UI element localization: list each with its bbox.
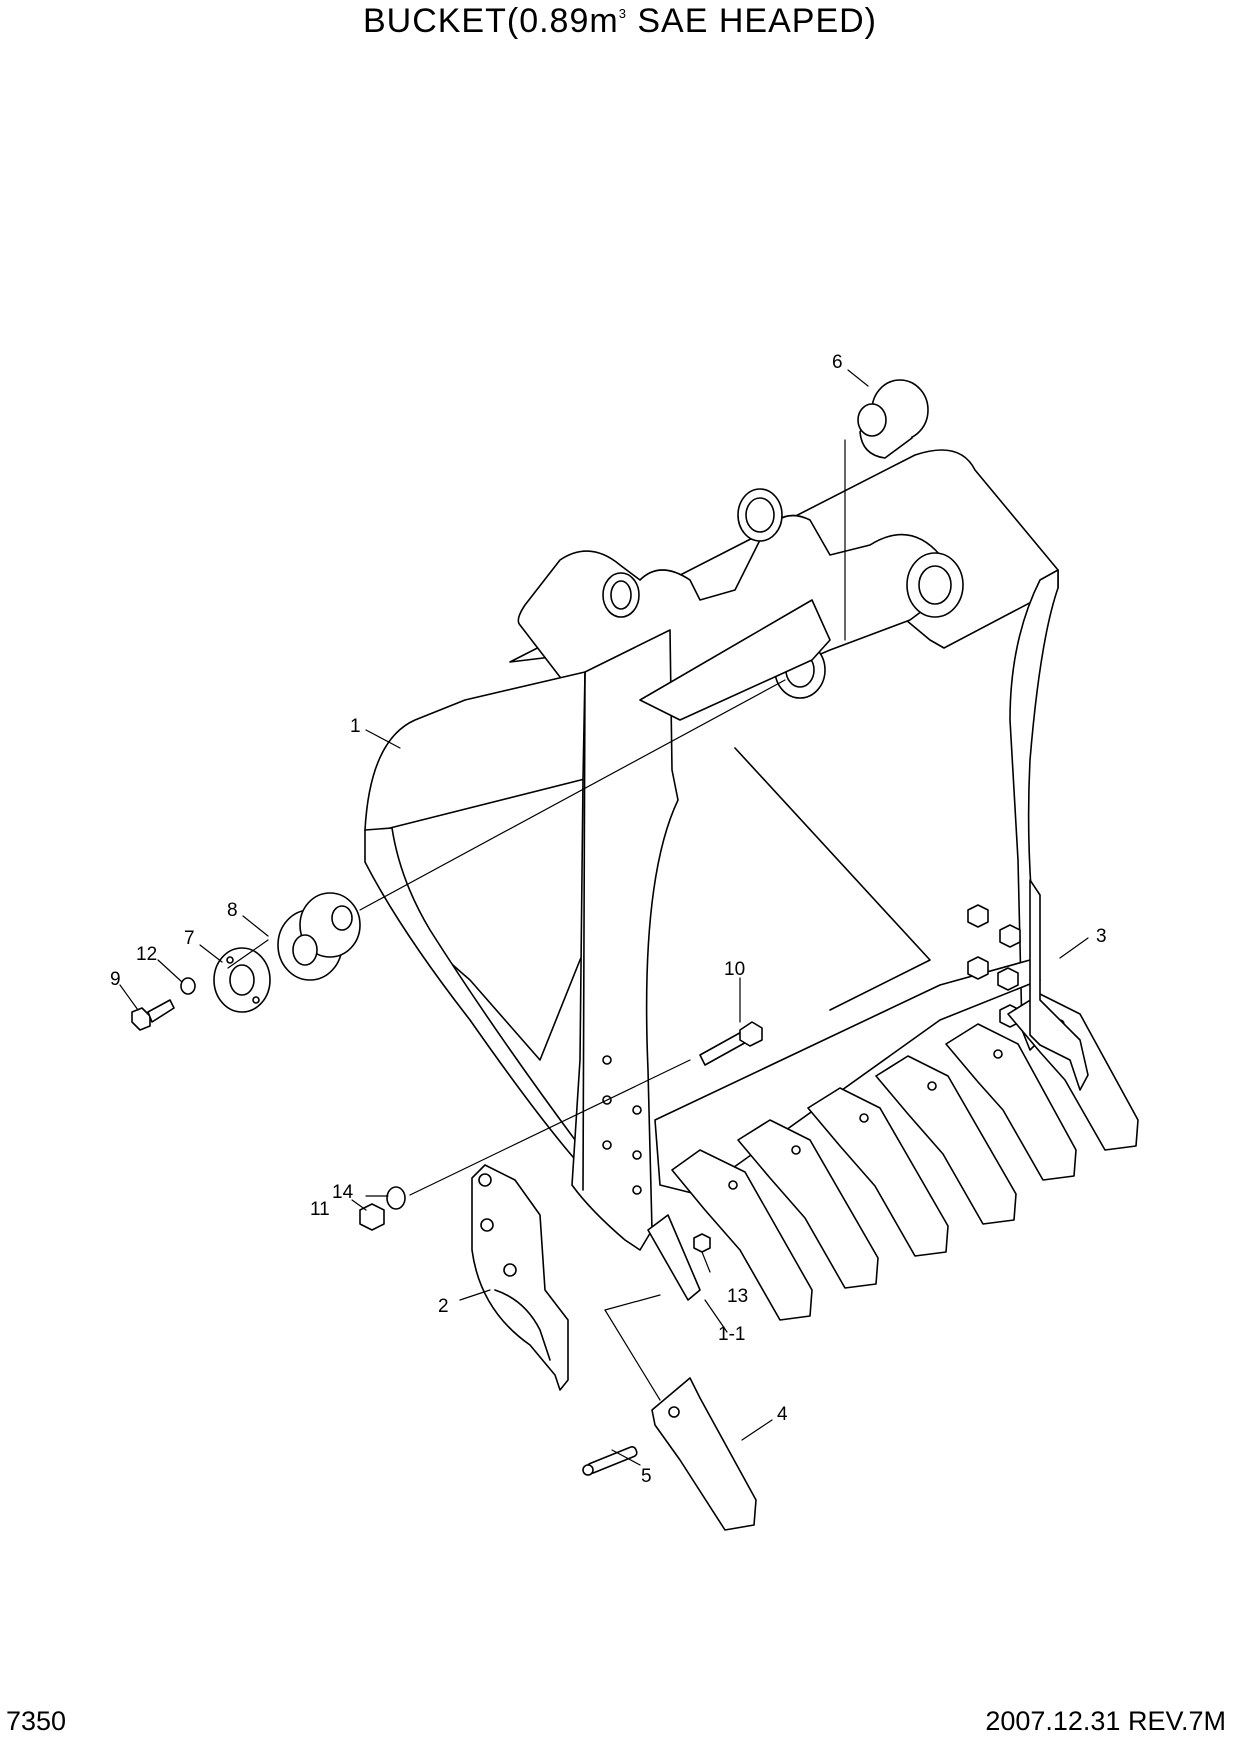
- callout-1: 1: [350, 716, 361, 737]
- spacer-part-8: [277, 892, 361, 981]
- callout-10: 10: [724, 959, 745, 980]
- side-cutter-hole: [503, 1263, 517, 1277]
- page-title: BUCKET(0.89m3 SAE HEAPED): [362, 2, 878, 40]
- callout-13: 13: [727, 1286, 748, 1307]
- title-superscript: 3: [618, 6, 627, 21]
- side-cutter-hole: [478, 1173, 492, 1187]
- bolt-part-9: [131, 999, 175, 1031]
- callout-12: 12: [136, 944, 157, 965]
- revision-date: 2007.12.31 REV.7M: [985, 1706, 1226, 1736]
- bucket-tooth: [651, 1377, 757, 1531]
- callout-2: 2: [438, 1296, 449, 1317]
- callout-7: 7: [184, 928, 195, 949]
- bolt-part-10: [699, 1021, 763, 1066]
- side-cutter-hole: [480, 1218, 494, 1232]
- bucket-tooth-pin-hole: [668, 1406, 680, 1418]
- callout-leaders: [119, 369, 1089, 1466]
- washer-part-14: [386, 1186, 406, 1210]
- tooth-pin-end: [582, 1464, 594, 1476]
- callout-4: 4: [777, 1404, 788, 1425]
- page-code: 7350: [6, 1706, 67, 1736]
- side-cutter-right: [1029, 879, 1089, 1091]
- callout-1-1: 1-1: [718, 1324, 745, 1345]
- callout-9: 9: [110, 969, 121, 990]
- callout-3: 3: [1096, 926, 1107, 947]
- assembly-lines: [227, 439, 846, 1401]
- washer-plate-part-7: [213, 947, 271, 1013]
- callout-6: 6: [832, 352, 843, 373]
- callout-8: 8: [227, 900, 238, 921]
- callout-14: 14: [332, 1182, 354, 1203]
- nut-part-13: [693, 1233, 711, 1253]
- callout-5: 5: [641, 1466, 652, 1487]
- callout-11: 11: [310, 1199, 330, 1220]
- side-cutter-left: [471, 1164, 569, 1391]
- washer-part-12: [180, 977, 196, 995]
- adapter-part-1-1: [647, 1214, 701, 1301]
- bushing-part-6: [857, 379, 929, 459]
